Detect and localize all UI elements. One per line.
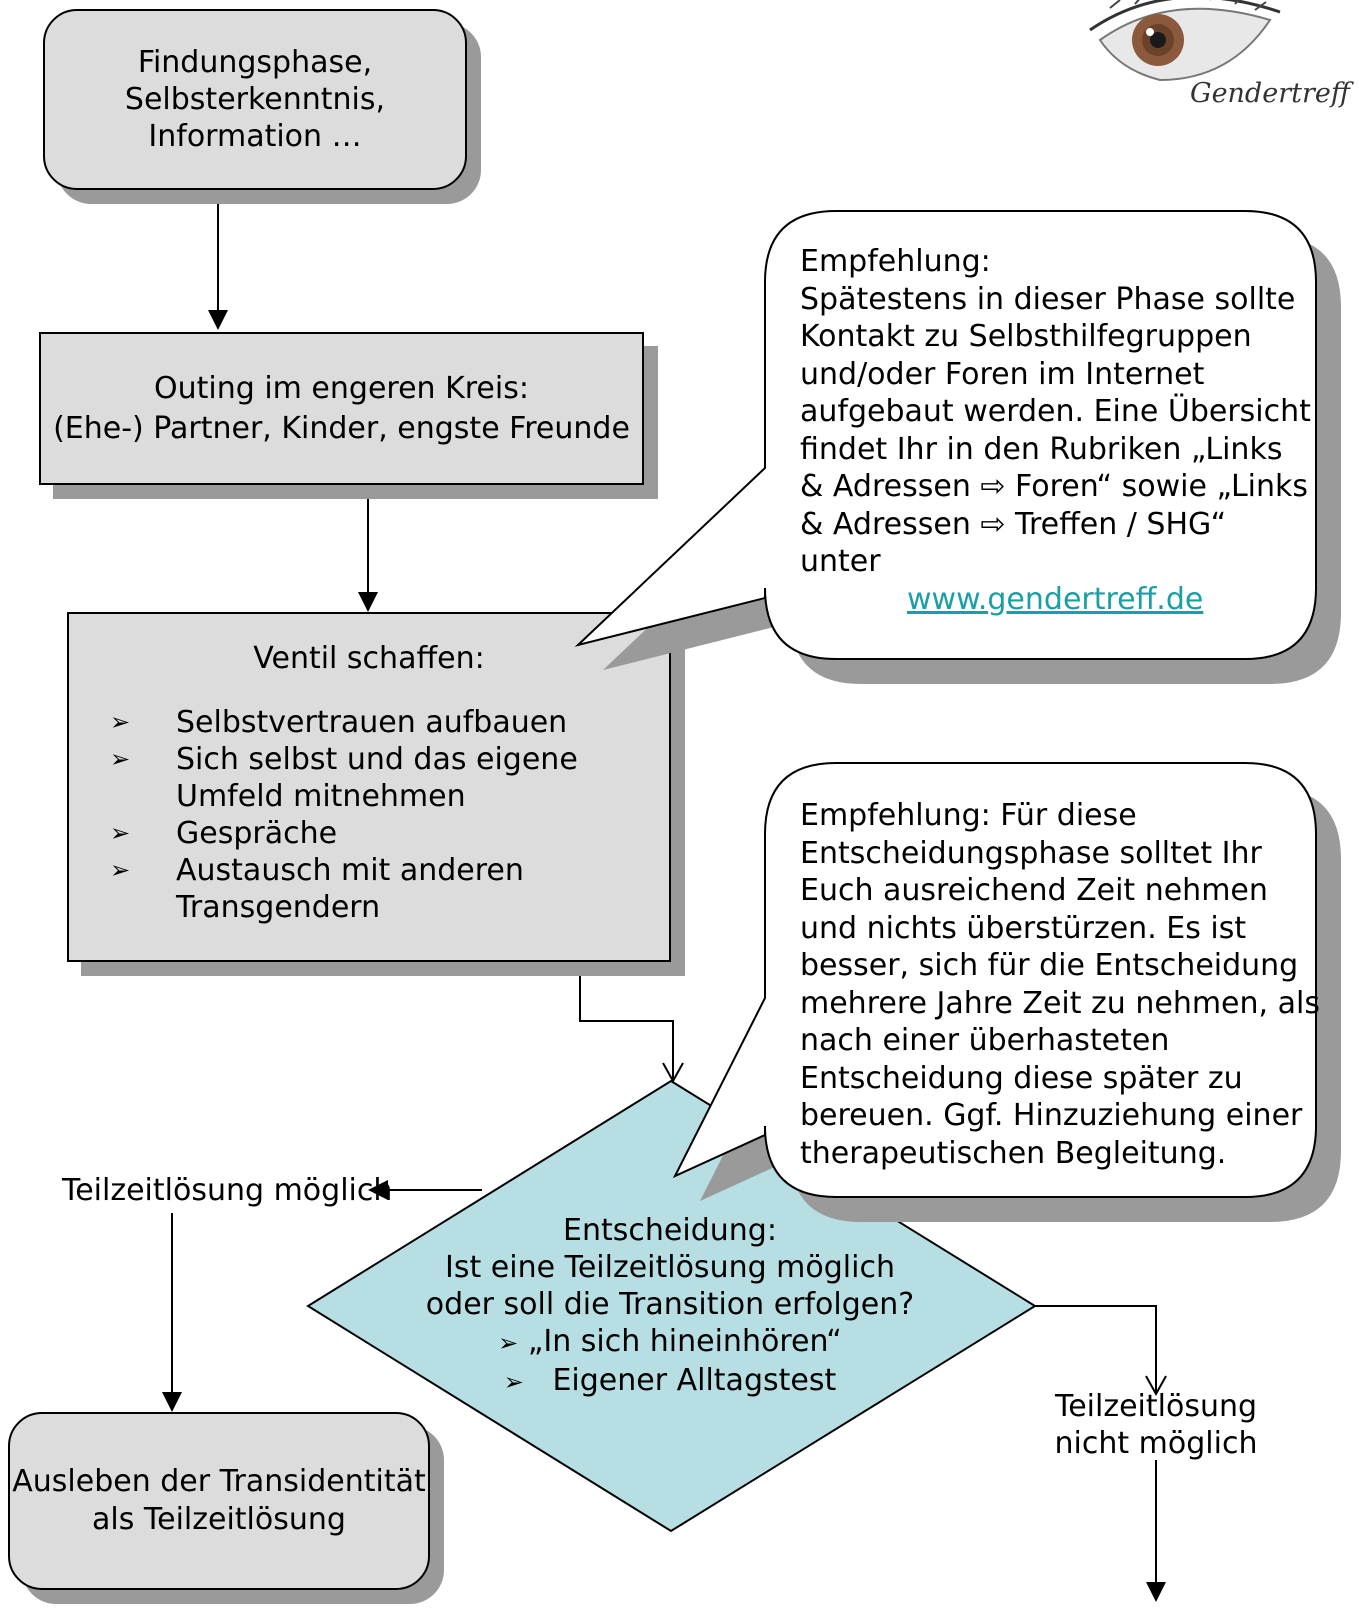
entscheidung-line-2: Ist eine Teilzeitlösung möglich bbox=[445, 1250, 895, 1285]
callout-1-line: und/oder Foren im Internet bbox=[800, 356, 1205, 392]
callout-2-line: mehrere Jahre Zeit zu nehmen, als bbox=[800, 985, 1320, 1021]
entscheidung-line-3: oder soll die Transition erfolgen? bbox=[425, 1287, 915, 1322]
teilzeit-nicht-line-2: nicht möglich bbox=[1054, 1426, 1258, 1461]
bullet-arrow-icon: ➢ bbox=[110, 856, 131, 884]
bullet-arrow-icon: ➢ bbox=[110, 819, 131, 847]
entscheidung-bullet-1: ➢ „In sich hineinhören“ bbox=[498, 1324, 842, 1359]
callout-2-line: Entscheidungsphase solltet Ihr bbox=[800, 835, 1262, 871]
callout-1-line: & Adressen ⇨ Treffen / SHG“ bbox=[800, 506, 1227, 542]
findung-line-1: Findungsphase, bbox=[137, 45, 373, 80]
bullet-arrow-icon: ➢ bbox=[110, 708, 131, 736]
findung-line-3: Information … bbox=[148, 119, 362, 154]
callout-1-bubble bbox=[574, 210, 1317, 660]
callout-1-line: Empfehlung: bbox=[800, 244, 991, 279]
callout-1-line: & Adressen ⇨ Foren“ sowie „Links bbox=[800, 469, 1309, 504]
arrowhead-open-entscheidung bbox=[662, 1062, 684, 1084]
entscheidung-text: Entscheidung: Ist eine Teilzeitlösung mö… bbox=[400, 1212, 940, 1401]
gendertreff-logo: Gendertreff bbox=[1080, 0, 1350, 120]
outing-line-2: (Ehe-) Partner, Kinder, engste Freunde bbox=[53, 410, 630, 446]
ventil-title: Ventil schaffen: bbox=[253, 641, 485, 676]
callout-2-bubble bbox=[672, 762, 1317, 1198]
findung-line-2: Selbsterkenntnis, bbox=[124, 82, 386, 117]
ausleben-line-2: als Teilzeitlösung bbox=[92, 1502, 346, 1537]
callout-2-line: bereuen. Ggf. Hinzuziehung einer bbox=[800, 1098, 1303, 1133]
list-item: ➢Gespräche bbox=[110, 816, 338, 851]
callout-2-line: Empfehlung: Für diese bbox=[800, 798, 1137, 833]
callout-2-line: Euch ausreichend Zeit nehmen bbox=[800, 873, 1268, 908]
bullet-arrow-icon: ➢ bbox=[498, 1329, 519, 1357]
teilzeit-nicht-label: Teilzeitlösung nicht möglich bbox=[1046, 1388, 1266, 1462]
findungsphase-box: Findungsphase, Selbsterkenntnis, Informa… bbox=[43, 9, 467, 190]
arrowhead-open-teilzeit-nicht bbox=[1145, 1375, 1167, 1397]
bullet-arrow-icon: ➢ bbox=[503, 1368, 524, 1396]
callout-1-line: unter bbox=[800, 544, 881, 579]
ventil-bullet-list: ➢Selbstvertrauen aufbauen ➢Sich selbst u… bbox=[88, 704, 659, 926]
outing-line-1: Outing im engeren Kreis: bbox=[154, 370, 529, 406]
eye-icon bbox=[1089, 0, 1281, 82]
logo-text: Gendertreff bbox=[1190, 78, 1350, 109]
entscheidung-line-1: Entscheidung: bbox=[563, 1213, 777, 1248]
callout-2-text: Empfehlung: Für diese Entscheidungsphase… bbox=[800, 797, 1320, 1172]
list-item: ➢Selbstvertrauen aufbauen bbox=[110, 705, 568, 740]
bullet-arrow-icon: ➢ bbox=[110, 745, 131, 773]
callout-2-line: Entscheidung diese später zu bbox=[800, 1060, 1243, 1096]
outing-box: Outing im engeren Kreis: (Ehe-) Partner,… bbox=[39, 332, 644, 485]
teilzeit-moeglich-label: Teilzeitlösung möglich bbox=[62, 1173, 393, 1208]
arrow-ventil-entscheidung bbox=[579, 962, 674, 1079]
callout-1-line: Spätestens in dieser Phase sollte bbox=[800, 281, 1296, 317]
teilzeit-nicht-line-1: Teilzeitlösung bbox=[1054, 1389, 1258, 1424]
ausleben-box: Ausleben der Transidentität als Teilzeit… bbox=[8, 1412, 430, 1590]
gendertreff-link[interactable]: www.gendertreff.de bbox=[907, 581, 1204, 617]
ausleben-line-1: Ausleben der Transidentität bbox=[12, 1464, 426, 1499]
callout-1-text: Empfehlung: Spätestens in dieser Phase s… bbox=[800, 243, 1311, 618]
callout-2-line: besser, sich für die Entscheidung bbox=[800, 948, 1299, 983]
callout-2-line: nach einer überhasteten bbox=[800, 1023, 1170, 1058]
arrow-to-teilzeit-nicht bbox=[1035, 1305, 1157, 1392]
callout-2-line: therapeutischen Begleitung. bbox=[800, 1135, 1227, 1171]
ventil-box: Ventil schaffen: ➢Selbstvertrauen aufbau… bbox=[67, 612, 671, 962]
callout-1-line: Kontakt zu Selbsthilfegruppen bbox=[800, 319, 1252, 354]
callout-2-line: und nichts überstürzen. Es ist bbox=[800, 910, 1247, 946]
callout-1-line: aufgebaut werden. Eine Übersicht bbox=[800, 394, 1311, 429]
entscheidung-bullet-2: ➢ Eigener Alltagstest bbox=[503, 1363, 837, 1398]
callout-1-line: findet Ihr in den Rubriken „Links bbox=[800, 431, 1283, 467]
